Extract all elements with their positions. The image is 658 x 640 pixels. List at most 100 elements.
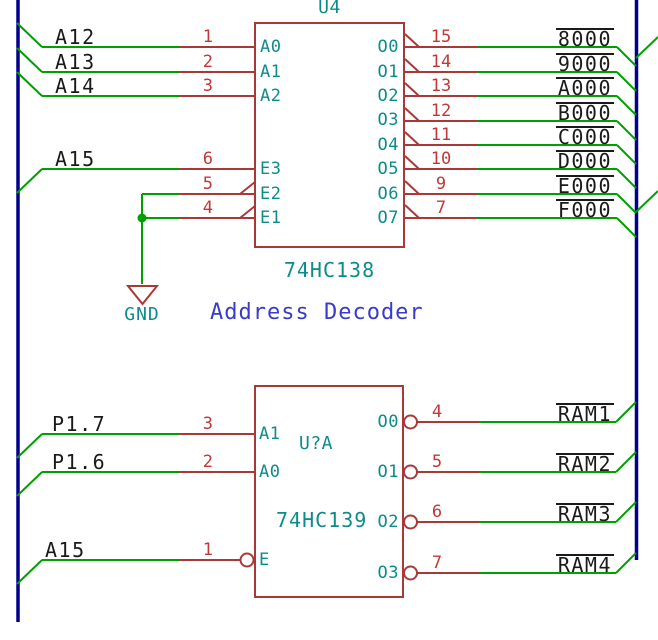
pin-number: 15 xyxy=(430,27,452,47)
demux-value[interactable]: 74HC139 xyxy=(276,508,368,532)
pin-number: 2 xyxy=(202,52,213,72)
inversion-bubble xyxy=(403,414,418,430)
wire-exit-right[interactable] xyxy=(635,190,658,213)
bus-entry[interactable] xyxy=(16,168,43,194)
pin-name: O3 xyxy=(377,563,399,583)
active-low-input-marker xyxy=(239,181,256,195)
wires-demux-left[interactable] xyxy=(42,433,180,561)
net-label-ram1[interactable]: RAM1 xyxy=(555,403,614,424)
decoder-value[interactable]: 74HC138 xyxy=(283,258,376,282)
net-label-e000[interactable]: E000 xyxy=(555,174,614,198)
pin-number: 4 xyxy=(431,402,443,422)
active-low-output-marker xyxy=(404,107,420,122)
wires-demux-right[interactable] xyxy=(480,421,616,574)
bus-entry[interactable] xyxy=(16,559,43,585)
pin-name: E3 xyxy=(260,159,282,179)
bus-entry[interactable] xyxy=(616,217,637,238)
net-label-p1-6[interactable]: P1.6 xyxy=(52,450,107,474)
net-label-a000[interactable]: A000 xyxy=(555,76,614,100)
pin-name: O0 xyxy=(377,37,399,57)
bus-entry[interactable] xyxy=(16,71,43,97)
decoder-reference[interactable]: U4 xyxy=(318,0,341,18)
demux-reference[interactable]: U?A xyxy=(299,433,334,454)
net-label-ram3[interactable]: RAM3 xyxy=(555,503,614,524)
net-label-a15-demux[interactable]: A15 xyxy=(45,538,86,562)
pins-decoder-right xyxy=(404,33,478,219)
pin-number: 3 xyxy=(202,76,213,96)
pin-number: 3 xyxy=(202,414,213,434)
bus-entry[interactable] xyxy=(615,501,637,523)
active-low-output-marker xyxy=(404,131,420,146)
demux-body[interactable] xyxy=(254,385,404,598)
net-label-text: E000 xyxy=(555,174,614,198)
pin-number: 7 xyxy=(435,198,447,218)
bus-entry[interactable] xyxy=(615,552,637,574)
net-label-ram2[interactable]: RAM2 xyxy=(555,453,614,474)
bus-entry[interactable] xyxy=(16,47,43,73)
net-label-text: B000 xyxy=(555,101,614,125)
pin-number: 1 xyxy=(202,540,213,560)
net-label-a15[interactable]: A15 xyxy=(55,147,96,171)
net-label-text: A000 xyxy=(555,76,614,100)
net-label-a13[interactable]: A13 xyxy=(55,50,96,74)
net-label-ram4[interactable]: RAM4 xyxy=(555,554,614,575)
net-label-8000[interactable]: 8000 xyxy=(555,28,614,49)
bus-entry[interactable] xyxy=(616,144,637,165)
bus-entries-left[interactable] xyxy=(16,22,43,585)
pin-number: 12 xyxy=(430,101,452,121)
net-label-c000[interactable]: C000 xyxy=(555,126,614,147)
pin-name: A1 xyxy=(260,62,282,82)
net-label-f000[interactable]: F000 xyxy=(555,198,614,222)
schematic-note[interactable]: Address Decoder xyxy=(210,300,424,325)
bus-entry[interactable] xyxy=(616,46,637,67)
pin-number: 14 xyxy=(430,52,452,72)
bus-entry[interactable] xyxy=(616,168,637,189)
active-low-output-marker xyxy=(404,58,420,73)
wire-exit-right[interactable] xyxy=(635,36,658,59)
net-label-text: F000 xyxy=(555,198,614,222)
decoder-body[interactable] xyxy=(254,22,405,248)
pins-demux-left xyxy=(180,433,255,568)
pin-number: 6 xyxy=(202,149,213,169)
pins-demux-right xyxy=(403,414,480,581)
bus-entry[interactable] xyxy=(616,193,637,214)
pin-name: O5 xyxy=(377,159,399,179)
wires-decoder-left[interactable] xyxy=(42,46,180,284)
pin-number: 2 xyxy=(202,452,213,472)
pin-name: O2 xyxy=(377,512,399,532)
pin-number: 11 xyxy=(430,125,452,145)
net-label-d000[interactable]: D000 xyxy=(555,149,614,173)
bus-entry[interactable] xyxy=(16,433,43,459)
pin-number: 7 xyxy=(431,553,443,573)
bus-entries-right[interactable] xyxy=(615,36,658,574)
pins-decoder-left xyxy=(180,46,256,219)
bus-entry[interactable] xyxy=(615,401,637,423)
active-low-output-marker xyxy=(404,180,420,195)
net-label-a14[interactable]: A14 xyxy=(55,74,96,98)
bus-entry[interactable] xyxy=(16,22,43,48)
net-label-9000[interactable]: 9000 xyxy=(555,52,614,76)
wires-decoder-right[interactable] xyxy=(478,46,617,219)
bus-entry[interactable] xyxy=(16,471,43,497)
pin-number: 9 xyxy=(435,174,447,194)
pin-name: O6 xyxy=(377,184,399,204)
pin-number: 1 xyxy=(202,27,213,47)
pin-number: 10 xyxy=(430,149,452,169)
bus-entry[interactable] xyxy=(616,71,637,92)
net-label-a12[interactable]: A12 xyxy=(55,25,96,49)
net-label-text: 9000 xyxy=(555,52,614,76)
net-label-p1-7[interactable]: P1.7 xyxy=(52,412,107,436)
inversion-bubble xyxy=(403,565,418,581)
pin-name: O0 xyxy=(377,412,399,432)
bus-entry[interactable] xyxy=(616,120,637,141)
bus-entry[interactable] xyxy=(615,451,637,473)
bus-entry[interactable] xyxy=(616,95,637,116)
net-label-text: D000 xyxy=(555,149,614,173)
gnd-symbol[interactable] xyxy=(125,285,160,306)
net-label-b000[interactable]: B000 xyxy=(555,101,614,125)
pin-name: A2 xyxy=(260,86,282,106)
pin-name: E xyxy=(259,550,270,570)
active-low-output-marker xyxy=(404,155,420,170)
active-low-input-marker xyxy=(239,205,256,219)
